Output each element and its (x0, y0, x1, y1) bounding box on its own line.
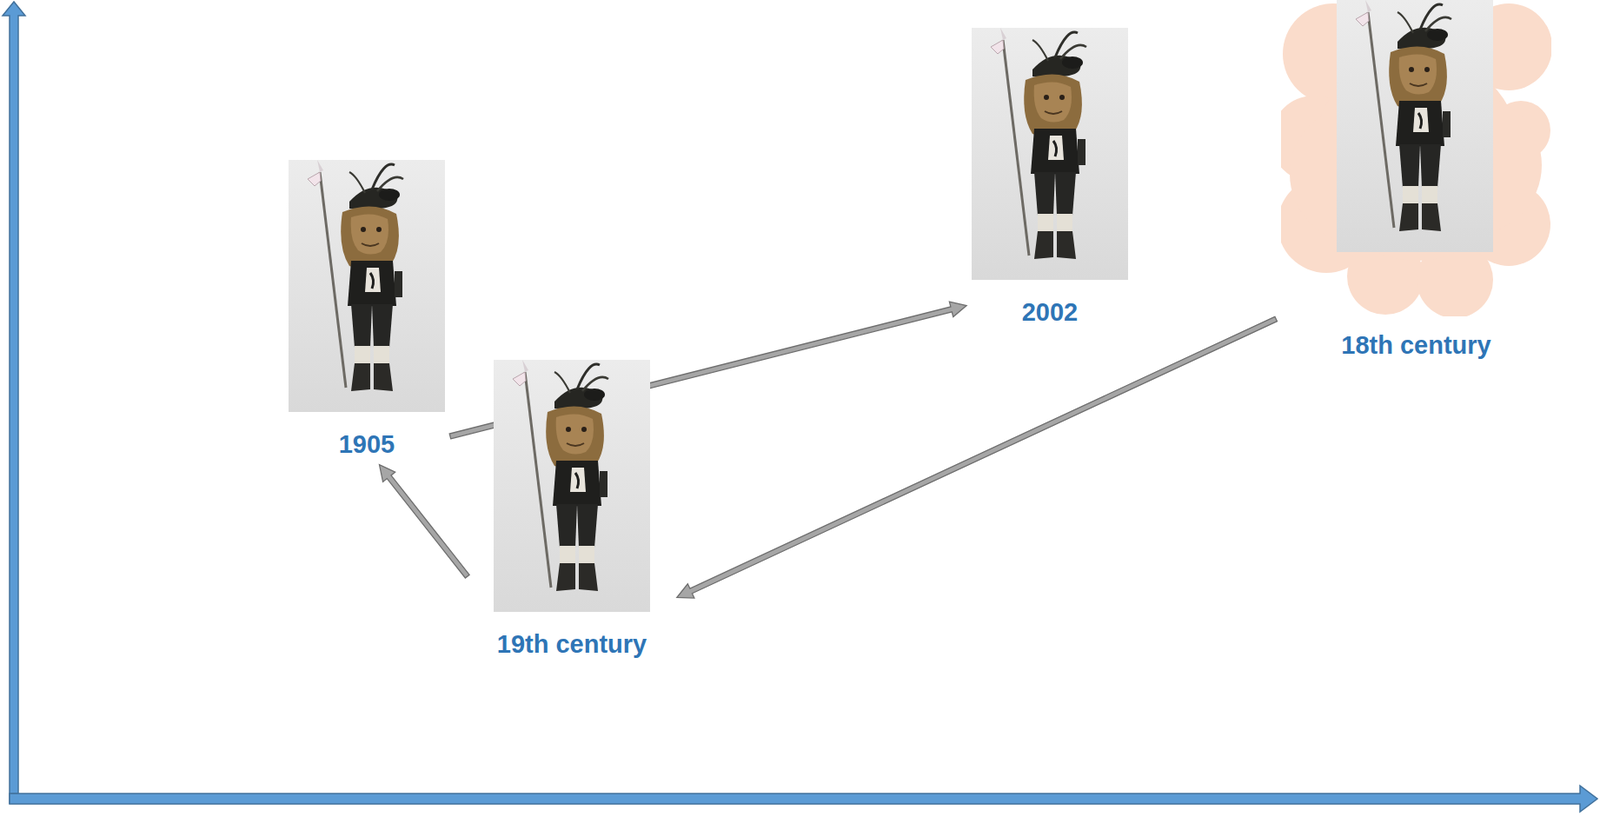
photo-node: 1905 (285, 159, 449, 464)
photo-frame (968, 27, 1132, 280)
sequence-arrow (379, 464, 471, 578)
photo-frame (1277, 0, 1555, 324)
costume-photo (971, 27, 1129, 280)
x-axis-arrow (9, 785, 1598, 812)
costume-photo (1336, 0, 1494, 253)
y-axis-arrow (2, 1, 26, 804)
photo-frame (285, 159, 449, 412)
photo-node: 18th century (1277, 0, 1555, 365)
date-label: 1905 (285, 429, 449, 459)
photo-node: 19th century (468, 359, 676, 664)
date-label: 19th century (468, 629, 676, 659)
photo-node: 2002 (968, 27, 1132, 332)
photo-frame (468, 359, 676, 612)
costume-photo (493, 359, 651, 612)
date-label: 18th century (1277, 330, 1555, 360)
costume-photo (288, 159, 445, 412)
date-label: 2002 (968, 297, 1132, 327)
